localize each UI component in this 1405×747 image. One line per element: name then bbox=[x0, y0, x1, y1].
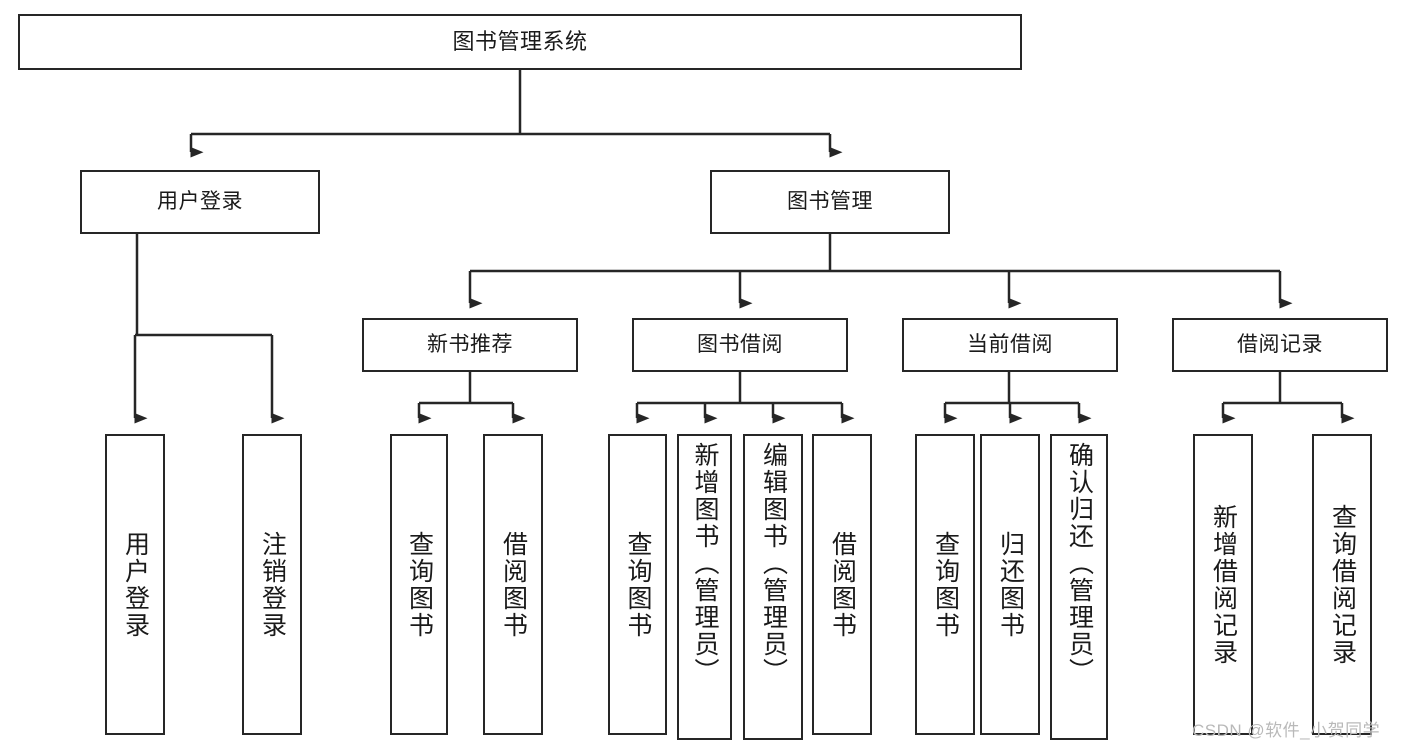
leaf-query-borrow-record[interactable]: 查询借阅记录 bbox=[1312, 434, 1372, 735]
leaf-query-book-2[interactable]: 查询图书 bbox=[608, 434, 667, 735]
node-label: 新增图书（管理员） bbox=[691, 442, 719, 685]
node-root-system[interactable]: 图书管理系统 bbox=[18, 14, 1022, 70]
leaf-borrow-book-1[interactable]: 借阅图书 bbox=[483, 434, 543, 735]
node-label: 归还图书 bbox=[996, 530, 1025, 639]
node-label: 图书管理系统 bbox=[452, 29, 588, 55]
leaf-query-book-3[interactable]: 查询图书 bbox=[915, 434, 975, 735]
node-label: 图书借阅 bbox=[697, 332, 783, 356]
node-label: 查询图书 bbox=[624, 530, 652, 639]
leaf-add-book[interactable]: 新增图书（管理员） bbox=[677, 434, 732, 740]
node-label: 借阅图书 bbox=[828, 530, 857, 639]
leaf-edit-book[interactable]: 编辑图书（管理员） bbox=[743, 434, 803, 740]
node-new-book-recommend[interactable]: 新书推荐 bbox=[362, 318, 578, 372]
leaf-user-login[interactable]: 用户登录 bbox=[105, 434, 165, 735]
leaf-logout-login[interactable]: 注销登录 bbox=[242, 434, 302, 735]
leaf-add-borrow-record[interactable]: 新增借阅记录 bbox=[1193, 434, 1253, 735]
node-label: 当前借阅 bbox=[967, 332, 1053, 356]
csdn-watermark: CSDN @软件_小贺同学 bbox=[1192, 721, 1381, 740]
leaf-confirm-return[interactable]: 确认归还（管理员） bbox=[1050, 434, 1108, 740]
node-label: 查询图书 bbox=[405, 530, 434, 639]
leaf-return-book[interactable]: 归还图书 bbox=[980, 434, 1040, 735]
node-book-manage[interactable]: 图书管理 bbox=[710, 170, 950, 234]
node-label: 借阅记录 bbox=[1237, 332, 1323, 356]
node-label: 注销登录 bbox=[258, 530, 287, 639]
node-label: 确认归还（管理员） bbox=[1065, 442, 1094, 685]
node-label: 查询图书 bbox=[931, 530, 960, 639]
node-label: 编辑图书（管理员） bbox=[759, 442, 788, 685]
node-label: 用户登录 bbox=[121, 530, 150, 639]
node-borrow-record[interactable]: 借阅记录 bbox=[1172, 318, 1388, 372]
node-label: 查询借阅记录 bbox=[1328, 503, 1357, 666]
node-user-login[interactable]: 用户登录 bbox=[80, 170, 320, 234]
node-current-borrow[interactable]: 当前借阅 bbox=[902, 318, 1118, 372]
node-label: 借阅图书 bbox=[499, 530, 528, 639]
node-label: 图书管理 bbox=[787, 189, 873, 213]
node-label: 新增借阅记录 bbox=[1209, 503, 1238, 666]
node-book-borrow[interactable]: 图书借阅 bbox=[632, 318, 848, 372]
node-label: 用户登录 bbox=[157, 189, 243, 213]
leaf-query-book-1[interactable]: 查询图书 bbox=[390, 434, 448, 735]
node-label: 新书推荐 bbox=[427, 332, 513, 356]
leaf-borrow-book-2[interactable]: 借阅图书 bbox=[812, 434, 872, 735]
